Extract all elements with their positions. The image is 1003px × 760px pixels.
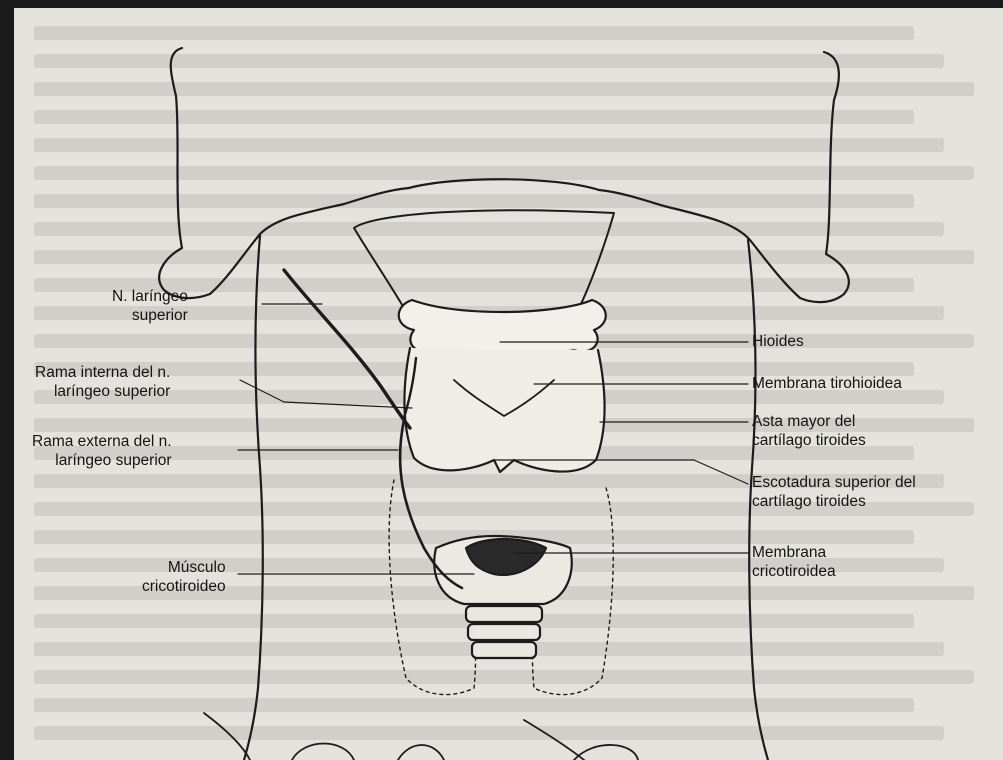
leader-rama-interna-a [240,380,284,402]
neck-outline-left [244,236,263,760]
label-hioides: Hioides [752,332,804,351]
lower-figure-fragment [204,713,638,760]
body-outline-right [599,52,849,302]
label-asta-mayor: Asta mayor del cartílago tiroides [752,412,866,450]
label-escotadura-superior: Escotadura superior del cartílago tiroid… [752,473,916,511]
trachea-ring-1 [466,606,542,622]
label-rama-interna: Rama interna del n. laríngeo superior [35,363,170,401]
label-musculo-cricotiroideo: Músculo cricotiroideo [142,558,226,596]
epiglottis-shape [354,210,614,316]
book-page: N. laríngeo superior Rama interna del n.… [14,8,1003,760]
label-membrana-tirohioidea: Membrana tirohioidea [752,374,902,393]
body-outline-left [159,48,409,298]
label-rama-externa: Rama externa del n. laríngeo superior [32,432,172,470]
leader-escotadura-b [694,460,748,484]
thyroid-cartilage [404,348,604,472]
trachea-ring-3 [472,642,536,658]
label-n-laringeo-superior: N. laríngeo superior [112,287,188,325]
label-membrana-cricotiroidea: Membrana cricotiroidea [752,543,836,581]
superior-laryngeal-nerve [284,270,410,428]
chin-outline [409,179,599,190]
trachea-ring-2 [468,624,540,640]
